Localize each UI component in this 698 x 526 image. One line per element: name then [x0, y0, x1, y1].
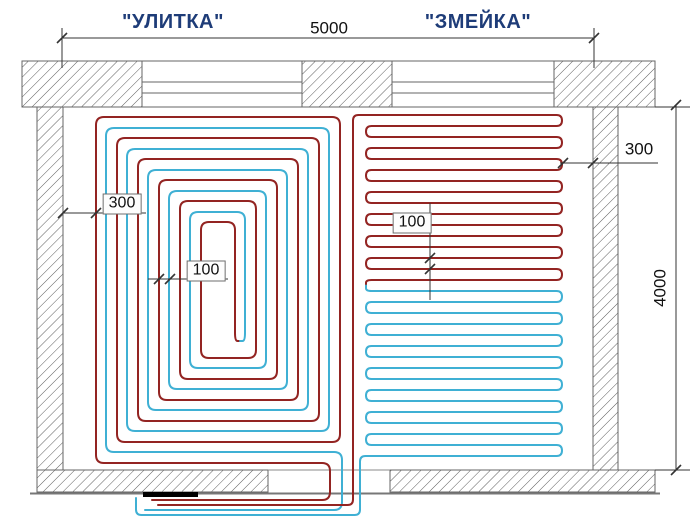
serpentine-pipe-spacing-dimension: 100	[392, 212, 432, 234]
dimension-tick	[557, 157, 569, 169]
bottom-wall-left	[36, 469, 269, 493]
window-right	[391, 60, 555, 108]
dimension-tick	[153, 273, 165, 285]
dimension-tick	[57, 207, 69, 219]
total-width-dimension: 5000	[310, 18, 348, 38]
serpentine-edge-gap-dimension: 300	[624, 139, 654, 159]
dimension-tick	[670, 99, 682, 111]
dimension-tick	[587, 157, 599, 169]
spiral-return-pipe	[105, 127, 343, 511]
spiral-title: "УЛИТКА"	[122, 11, 224, 33]
dimension-tick	[670, 464, 682, 476]
top-wall	[21, 60, 656, 108]
heating-pipes	[95, 114, 563, 516]
serpentine-supply-pipe	[157, 114, 563, 506]
dimension-lines	[56, 28, 690, 476]
spiral-pipe-spacing-dimension: 100	[186, 260, 226, 282]
window-left	[141, 60, 303, 108]
manifold-bar	[143, 492, 198, 497]
spiral-supply-pipe	[95, 116, 341, 501]
spiral-edge-gap-dimension: 300	[102, 193, 142, 215]
bottom-wall-right	[389, 469, 656, 493]
total-height-dimension: 4000	[650, 269, 670, 307]
dimension-tick	[56, 32, 68, 44]
windows	[141, 60, 555, 108]
dimension-tick	[424, 252, 436, 264]
serpentine-return-pipe	[135, 284, 563, 516]
dimension-tick	[90, 207, 102, 219]
right-wall	[592, 106, 619, 471]
left-wall	[36, 106, 64, 471]
serpentine-title: "ЗМЕЙКА"	[424, 11, 532, 33]
dimension-tick	[588, 32, 600, 44]
dimension-tick	[164, 273, 176, 285]
dimension-tick	[424, 263, 436, 275]
